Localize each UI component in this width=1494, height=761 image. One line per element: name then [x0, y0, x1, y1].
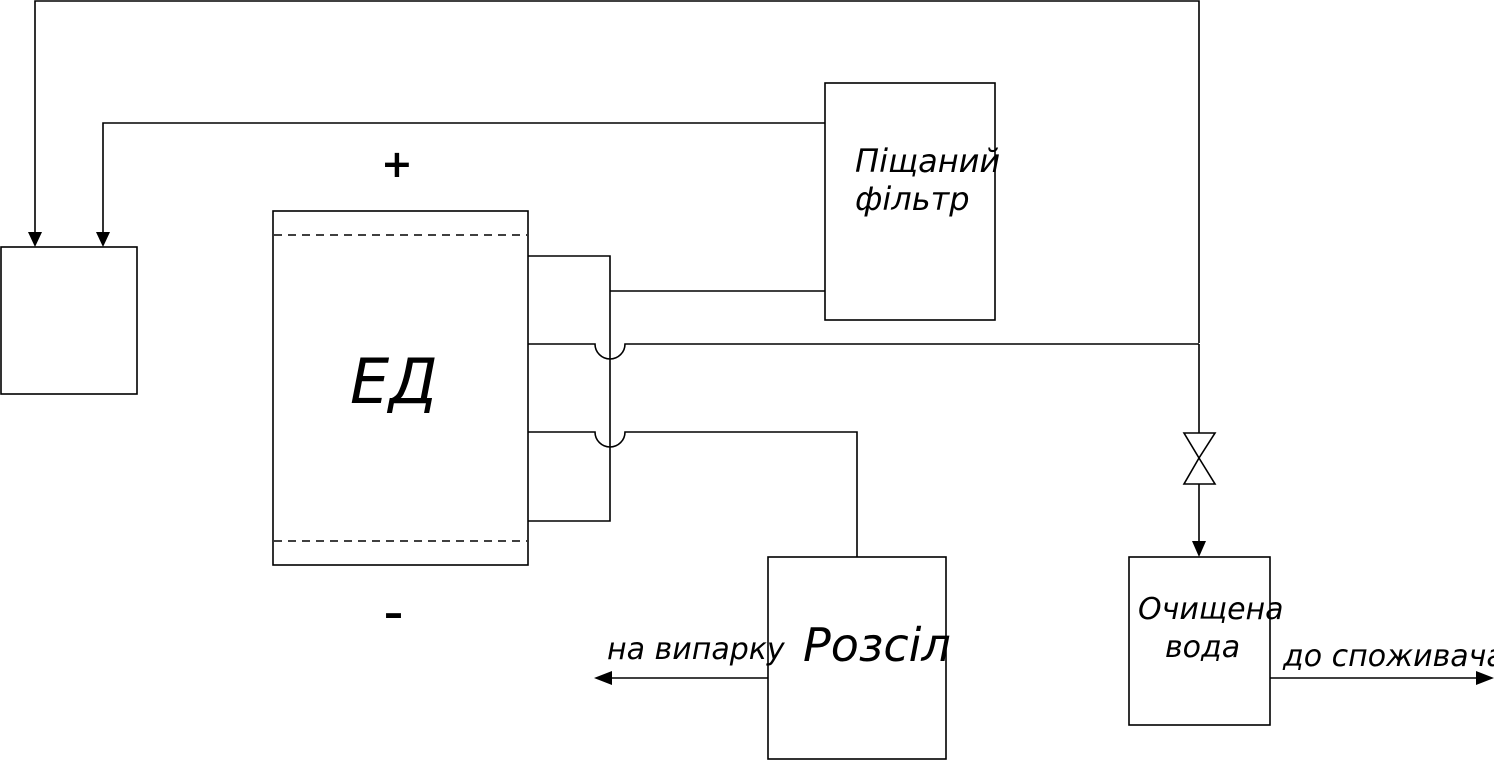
arrow-to-evaporation [594, 671, 612, 685]
ed-to-valve-line [528, 343, 1199, 360]
valve-icon [1182, 432, 1217, 485]
to-consumer-label: до споживача [1282, 639, 1494, 674]
filter-to-tank-line [102, 122, 825, 232]
to-evaporation-label: на випарку [607, 632, 786, 667]
top-return-line [34, 0, 1200, 343]
sand-filter-box [824, 82, 996, 321]
brine-label: Розсіл [803, 618, 951, 672]
sand-filter-label-line2: фільтр [855, 180, 970, 218]
arrow-into-purified-water [1192, 541, 1206, 557]
ed-to-filter-line [528, 255, 611, 522]
arrow-into-tank-outer [28, 232, 42, 247]
purified-water-label-line2: вода [1165, 630, 1240, 665]
brine-box [767, 556, 947, 760]
arrow-to-consumer [1476, 671, 1494, 685]
purified-water-box [1128, 556, 1271, 726]
sand-filter-label-line1: Піщаний [855, 142, 1000, 180]
purified-water-label-line1: Очищена [1138, 592, 1284, 627]
feed-tank-box [0, 246, 138, 395]
ed-to-brine-line [528, 431, 858, 557]
arrow-into-tank-inner [96, 232, 110, 247]
electrodialysis-unit [272, 210, 529, 566]
minus-sign: – [384, 591, 403, 635]
ed-label: ЕД [350, 345, 438, 418]
plus-sign: + [381, 142, 413, 186]
